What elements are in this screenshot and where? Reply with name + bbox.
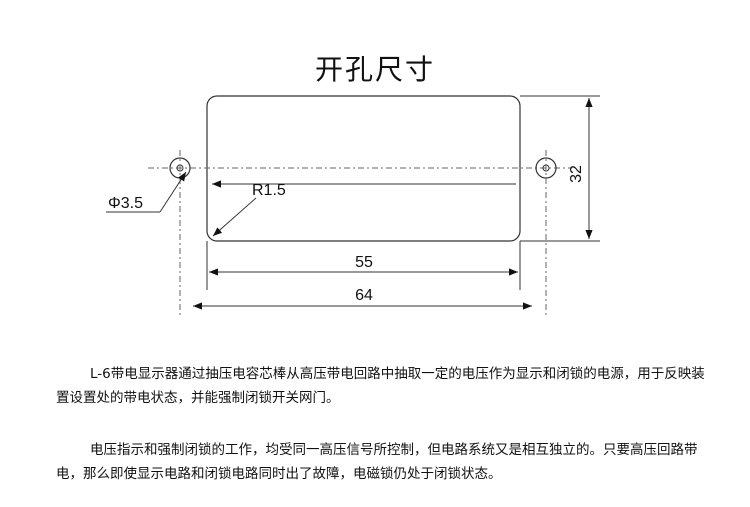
hole-leader-diagonal xyxy=(159,171,187,213)
diagram-title: 开孔尺寸 xyxy=(314,53,435,86)
hole-diameter-label: Φ3.5 xyxy=(108,195,143,212)
outer-width-label: 64 xyxy=(355,287,373,304)
description-paragraph-2: 电压指示和强制闭锁的工作，均受同一高压信号所控制，但电路系统又是相互独立的。只要… xyxy=(56,438,706,486)
inner-width-label: 55 xyxy=(355,254,373,271)
radius-diagonal-leader xyxy=(212,197,257,237)
description-paragraph-1: L-6带电显示器通过抽压电容芯棒从高压带电回路中抽取一定的电压作为显示和闭锁的电… xyxy=(56,362,706,410)
cutout-dimension-drawing: R1.5 Φ3.5 55 64 32 xyxy=(106,95,600,315)
height-label: 32 xyxy=(568,165,585,183)
paragraph-2-text: 电压指示和强制闭锁的工作，均受同一高压信号所控制，但电路系统又是相互独立的。只要… xyxy=(56,442,698,482)
radius-label: R1.5 xyxy=(252,182,286,199)
paragraph-1-text: L-6带电显示器通过抽压电容芯棒从高压带电回路中抽取一定的电压作为显示和闭锁的电… xyxy=(56,366,705,406)
